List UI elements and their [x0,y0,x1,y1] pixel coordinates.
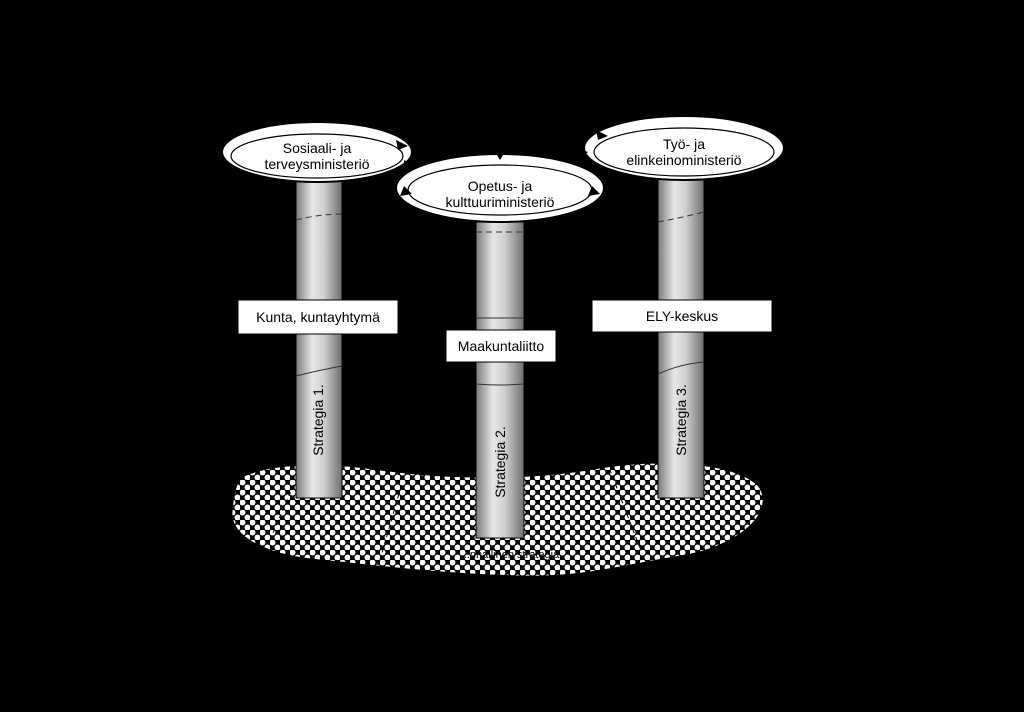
arrow-icon [596,130,608,140]
arrow-icon [396,140,408,150]
org-label-right: ELY-keskus [646,308,718,324]
ministry-ellipse-left [230,133,404,179]
arrow-icon [400,186,412,196]
org-label-left: Kunta, kuntayhtymä [256,309,380,325]
strategy-label-center: Strategia 2. [492,426,508,498]
arrow-icon [404,160,414,170]
ministry-label-center-1: Opetus- ja [468,178,533,194]
arrow-icon [495,152,505,160]
ministry-label-center-2: kulttuuriministeriö [446,194,555,210]
org-box-right [591,299,773,333]
org-box-left [237,299,399,335]
arrow-icon [588,186,600,196]
ground-line [609,469,641,549]
ministry-ellipse-right [593,127,775,177]
pillar-seam [295,365,343,377]
strategy-label-left: Strategia 1. [310,384,326,456]
ministry-label-right-2: elinkeinoministeriö [626,152,741,168]
pillar-seam [295,213,343,221]
pillar-seam [657,361,705,375]
ground-label: ...nnallinen strategia [461,549,560,561]
org-box-center [445,329,557,363]
pillar-seam [475,383,525,386]
arrow-icon [576,148,588,158]
ministry-label-left-1: Sosiaali- ja [283,140,352,156]
strategy-label-right: Strategia 3. [673,384,689,456]
ministry-label-right-1: Työ- ja [663,136,705,152]
pillar-seam [657,211,705,223]
org-label-center: Maakuntaliitto [458,338,545,354]
pillar-right [657,169,705,499]
ministry-label-left-2: terveysministeriö [264,156,369,172]
